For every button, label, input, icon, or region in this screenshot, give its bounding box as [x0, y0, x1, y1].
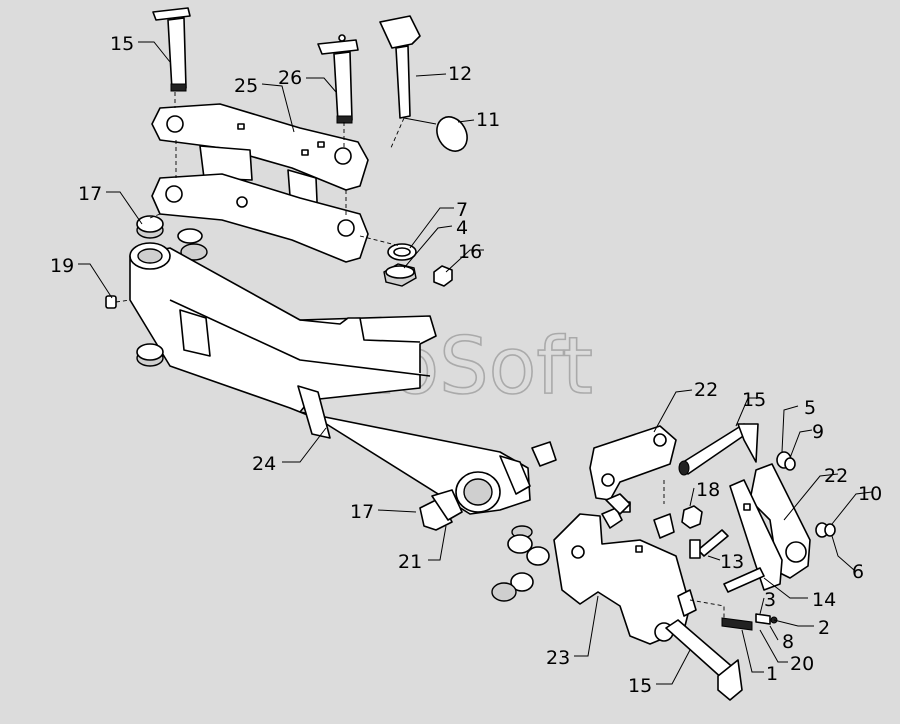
callout-20: 20 — [790, 653, 814, 675]
bracket-25 — [151, 103, 369, 263]
bolt-13 — [689, 529, 729, 559]
bolt-group — [721, 613, 778, 631]
pin-15-bottom — [665, 619, 743, 701]
bracket-22-left — [589, 425, 677, 513]
callout-24: 24 — [252, 453, 276, 475]
nut-4 — [383, 263, 417, 287]
callout-12: 12 — [448, 63, 472, 85]
callout-16: 16 — [458, 241, 482, 263]
pin-15-middle — [678, 423, 759, 476]
grease-fitting-19 — [105, 295, 117, 309]
callout-13: 13 — [720, 551, 744, 573]
callout-8: 8 — [782, 631, 794, 653]
callout-1: 1 — [766, 663, 778, 685]
washer-5-9 — [776, 451, 796, 471]
callout-6: 6 — [852, 561, 864, 583]
callout-9: 9 — [812, 421, 824, 443]
clip-11 — [403, 116, 468, 152]
pin-15-top — [152, 7, 191, 92]
nut-18 — [681, 505, 703, 529]
hitch-pin-12 — [379, 15, 421, 119]
callout-10: 10 — [858, 483, 882, 505]
pin-26 — [317, 34, 359, 124]
bushing-21 — [419, 489, 463, 531]
callout-15-bottom: 15 — [628, 675, 652, 697]
callout-4: 4 — [456, 217, 468, 239]
bushing-beam-end — [531, 441, 557, 467]
callout-3: 3 — [764, 589, 776, 611]
bushing-17-lower — [136, 343, 164, 367]
callout-17-lower: 17 — [350, 501, 374, 523]
washer-7 — [387, 243, 417, 261]
callout-7: 7 — [456, 199, 468, 221]
main-beam-24 — [129, 242, 531, 515]
bracket-22-right — [729, 463, 811, 591]
callout-15-middle: 15 — [742, 389, 766, 411]
washer-pair — [177, 228, 208, 261]
callout-5: 5 — [804, 397, 816, 419]
callout-22-right: 22 — [824, 465, 848, 487]
bolt-14 — [723, 567, 765, 593]
washer-stack-lower — [491, 525, 550, 602]
callout-14: 14 — [812, 589, 836, 611]
callout-26: 26 — [278, 67, 302, 89]
washer-10-6 — [815, 522, 836, 538]
callout-25: 25 — [234, 75, 258, 97]
callout-15-top: 15 — [110, 33, 134, 55]
callout-23: 23 — [546, 647, 570, 669]
callout-2: 2 — [818, 617, 830, 639]
bushing-17-top — [136, 215, 164, 239]
callout-22-left: 22 — [694, 379, 718, 401]
callout-19: 19 — [50, 255, 74, 277]
callout-21: 21 — [398, 551, 422, 573]
callout-17-top: 17 — [78, 183, 102, 205]
callout-11: 11 — [476, 109, 500, 131]
callout-18: 18 — [696, 479, 720, 501]
